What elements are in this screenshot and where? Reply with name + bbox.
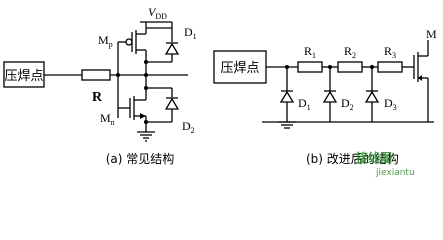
pmos-label: Mp <box>98 33 113 49</box>
r2-label: R2 <box>344 44 356 60</box>
ground-symbol-a <box>137 131 155 142</box>
d2-label-a: D2 <box>182 119 195 135</box>
watermark: 接线图 jiexiantu <box>356 150 415 178</box>
bond-pad-b-label: 压焊点 <box>220 60 259 76</box>
watermark-cn: 接线图 <box>356 150 392 165</box>
ground-symbol-b <box>278 121 296 129</box>
diode-d2 <box>322 67 338 122</box>
nmos-label: Mn <box>100 111 115 127</box>
resistor-r1 <box>297 61 323 73</box>
transistor-m <box>413 40 429 122</box>
diode-d3 <box>364 67 380 122</box>
d1-label-a: D1 <box>184 25 197 41</box>
r3-label: R3 <box>384 44 396 60</box>
circuit-figure: 压焊点 R VDD Mp <box>3 5 437 178</box>
caption-a: (a) 常见结构 <box>106 151 175 166</box>
d3-label-b: D3 <box>384 96 397 112</box>
nmos-transistor-mn <box>118 75 147 132</box>
resistor-r <box>81 69 111 81</box>
resistor-r3 <box>377 61 403 73</box>
vdd-label: VDD <box>148 5 167 21</box>
diagram-b-improved-structure: 压焊点 R1 R2 R3 <box>213 27 437 166</box>
bond-pad-a-label: 压焊点 <box>4 68 43 84</box>
watermark-en: jiexiantu <box>375 168 415 178</box>
r1-label: R1 <box>304 44 316 60</box>
caption-b: (b) 改进后的结构 <box>306 151 399 166</box>
resistor-r-label: R <box>92 90 103 105</box>
diagram-a-common-structure: 压焊点 R VDD Mp <box>3 5 197 166</box>
d1-label-b: D1 <box>298 96 311 112</box>
pmos-transistor-mp <box>118 22 147 75</box>
m-label: M <box>426 27 437 41</box>
d2-label-b: D2 <box>341 96 354 112</box>
diode-d1 <box>279 67 295 122</box>
resistor-r2 <box>337 61 363 73</box>
